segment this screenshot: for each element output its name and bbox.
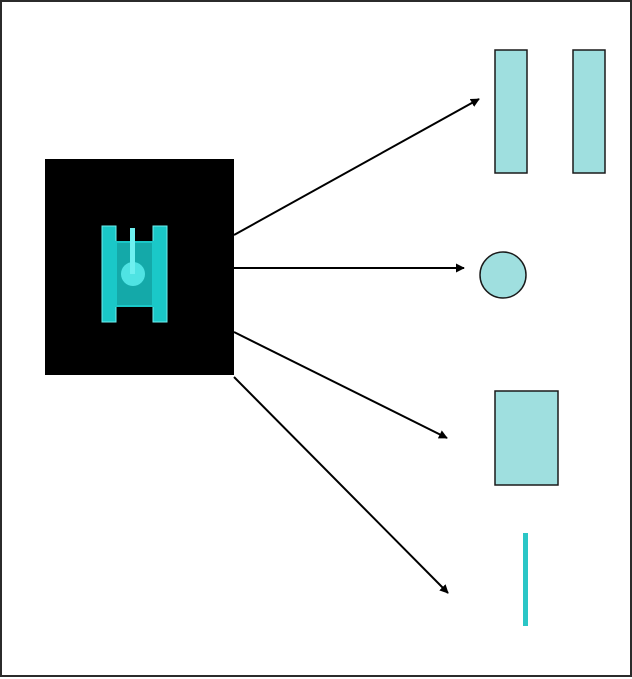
track-pair xyxy=(494,49,606,174)
source-image xyxy=(45,159,234,375)
arrow-to-tracks xyxy=(233,98,480,236)
barrel-line-part xyxy=(523,533,528,626)
arrows xyxy=(233,98,480,594)
arrow-to-hull xyxy=(233,331,448,439)
arrow-to-barrel xyxy=(233,376,449,594)
track-left-part xyxy=(494,49,528,174)
parts xyxy=(479,49,606,626)
tank-barrel xyxy=(130,228,135,274)
turret-circle-part xyxy=(479,251,527,299)
hull-rectangle-part xyxy=(494,390,559,486)
track-right-part xyxy=(572,49,606,174)
tank-left-track xyxy=(101,225,117,323)
tank-right-track xyxy=(152,225,168,323)
tank-icon xyxy=(101,225,168,323)
